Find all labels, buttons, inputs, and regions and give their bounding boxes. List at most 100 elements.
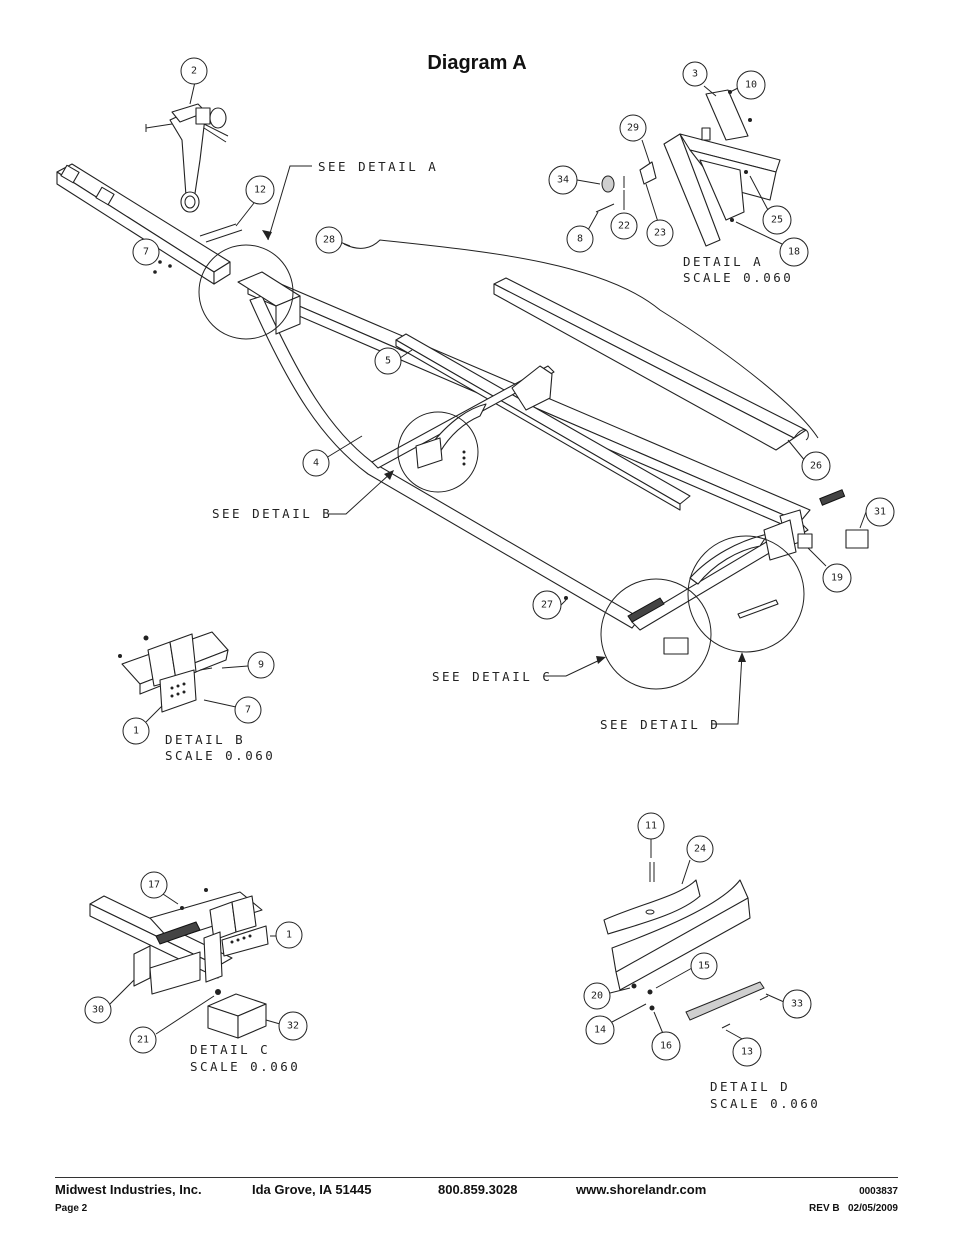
svg-text:23: 23 xyxy=(654,228,666,239)
detail-d-balloons: 11 24 15 20 14 16 33 13 xyxy=(583,812,812,1067)
svg-text:3: 3 xyxy=(692,69,698,80)
tongue-bolts xyxy=(153,223,243,274)
balloon-5: 5 xyxy=(374,347,402,375)
svg-text:5: 5 xyxy=(385,356,391,367)
balloon-a-25: 25 xyxy=(762,205,792,235)
balloon-d-20: 20 xyxy=(583,982,611,1010)
balloon-d-13: 13 xyxy=(732,1037,762,1067)
detail-c-scale: SCALE 0.060 xyxy=(190,1059,300,1074)
see-detail-c-label: SEE DETAIL C xyxy=(432,669,552,684)
balloon-d-14: 14 xyxy=(585,1015,615,1045)
balloon-d-16: 16 xyxy=(651,1031,681,1061)
footer-website[interactable]: www.shorelandr.com xyxy=(576,1182,707,1197)
see-detail-a-label: SEE DETAIL A xyxy=(318,159,438,174)
balloon-4: 4 xyxy=(302,449,330,477)
balloon-c-17: 17 xyxy=(140,871,168,899)
detail-leaders xyxy=(262,165,746,725)
svg-text:19: 19 xyxy=(831,573,843,584)
detail-circles xyxy=(198,244,805,690)
detail-a-name: DETAIL A xyxy=(683,254,763,269)
svg-text:32: 32 xyxy=(287,1021,299,1032)
svg-text:7: 7 xyxy=(143,247,149,258)
trailer-frame xyxy=(237,271,811,631)
balloon-28: 28 xyxy=(315,226,343,254)
balloon-a-34: 34 xyxy=(548,165,578,195)
svg-text:4: 4 xyxy=(313,458,319,469)
svg-text:30: 30 xyxy=(92,1005,104,1016)
detail-c-balloons: 17 1 30 21 32 xyxy=(84,871,308,1054)
balloon-a-29: 29 xyxy=(619,114,647,142)
footer-revision: REV B 02/05/2009 xyxy=(809,1203,898,1214)
see-detail-b-label: SEE DETAIL B xyxy=(212,506,332,521)
tongue xyxy=(56,163,231,285)
svg-text:33: 33 xyxy=(791,999,803,1010)
guide-wire xyxy=(343,239,819,439)
balloon-d-11: 11 xyxy=(637,812,665,840)
balloon-c-1: 1 xyxy=(275,921,303,949)
detail-a-leaders xyxy=(576,85,783,245)
svg-text:10: 10 xyxy=(745,80,757,91)
detail-b: 9 7 1 DETAIL B SCALE 0.060 xyxy=(118,631,275,763)
winch-stand xyxy=(145,103,229,213)
footer-company: Midwest Industries, Inc. xyxy=(55,1182,202,1197)
balloon-b-9: 9 xyxy=(247,651,275,679)
svg-text:8: 8 xyxy=(577,234,583,245)
rear-lights xyxy=(564,489,869,655)
main-balloons: 2 12 7 28 5 4 26 31 19 27 xyxy=(132,57,895,620)
svg-text:27: 27 xyxy=(541,600,553,611)
balloon-12: 12 xyxy=(245,175,275,205)
svg-text:1: 1 xyxy=(286,930,292,941)
svg-text:24: 24 xyxy=(694,844,706,855)
detail-a: 3 10 29 34 22 23 8 25 18 DETAIL A SCALE … xyxy=(548,61,809,285)
footer-page-number: Page 2 xyxy=(55,1203,88,1214)
svg-text:14: 14 xyxy=(594,1025,606,1036)
balloon-a-3: 3 xyxy=(682,61,708,87)
main-assembly: 2 12 7 28 5 4 26 31 19 27 SEE DETAIL A S… xyxy=(56,57,895,732)
see-detail-d-label: SEE DETAIL D xyxy=(600,717,720,732)
detail-b-name: DETAIL B xyxy=(165,732,245,747)
balloon-b-7: 7 xyxy=(234,696,262,724)
svg-text:28: 28 xyxy=(323,235,335,246)
svg-text:34: 34 xyxy=(557,175,569,186)
detail-a-balloons: 3 10 29 34 22 23 8 25 18 xyxy=(548,61,809,267)
svg-text:1: 1 xyxy=(133,726,139,737)
balloon-a-18: 18 xyxy=(779,237,809,267)
svg-text:21: 21 xyxy=(137,1035,149,1046)
footer-phone: 800.859.3028 xyxy=(438,1182,518,1197)
balloon-c-30: 30 xyxy=(84,996,112,1024)
balloon-27: 27 xyxy=(532,590,562,620)
balloon-a-23: 23 xyxy=(646,219,674,247)
svg-text:25: 25 xyxy=(771,215,783,226)
footer-rule xyxy=(55,1177,898,1178)
svg-text:22: 22 xyxy=(618,221,630,232)
part-leaders xyxy=(151,81,867,607)
detail-b-balloons: 9 7 1 xyxy=(122,651,275,745)
balloon-d-33: 33 xyxy=(782,989,812,1019)
balloon-a-8: 8 xyxy=(566,225,594,253)
svg-text:18: 18 xyxy=(788,247,800,258)
balloon-19: 19 xyxy=(822,563,852,593)
svg-text:12: 12 xyxy=(254,185,266,196)
balloon-2: 2 xyxy=(180,57,208,85)
balloon-26: 26 xyxy=(801,451,831,481)
detail-d: 11 24 15 20 14 16 33 13 DETAIL D SCALE 0… xyxy=(583,812,818,1111)
balloon-a-22: 22 xyxy=(610,212,638,240)
svg-text:9: 9 xyxy=(258,660,264,671)
balloon-c-32: 32 xyxy=(278,1011,308,1041)
svg-text:20: 20 xyxy=(591,991,603,1002)
footer-city: Ida Grove, IA 51445 xyxy=(252,1182,372,1197)
svg-text:11: 11 xyxy=(645,821,657,832)
svg-text:13: 13 xyxy=(741,1047,753,1058)
balloon-b-1: 1 xyxy=(122,717,150,745)
detail-b-scale: SCALE 0.060 xyxy=(165,748,275,763)
svg-text:7: 7 xyxy=(245,705,251,716)
svg-text:26: 26 xyxy=(810,461,822,472)
balloon-a-10: 10 xyxy=(736,70,766,100)
bunk-supports xyxy=(415,365,797,585)
detail-c-name: DETAIL C xyxy=(190,1042,270,1057)
bunk-board xyxy=(493,277,809,451)
svg-text:2: 2 xyxy=(191,66,197,77)
svg-text:17: 17 xyxy=(148,880,160,891)
detail-a-scale: SCALE 0.060 xyxy=(683,270,793,285)
